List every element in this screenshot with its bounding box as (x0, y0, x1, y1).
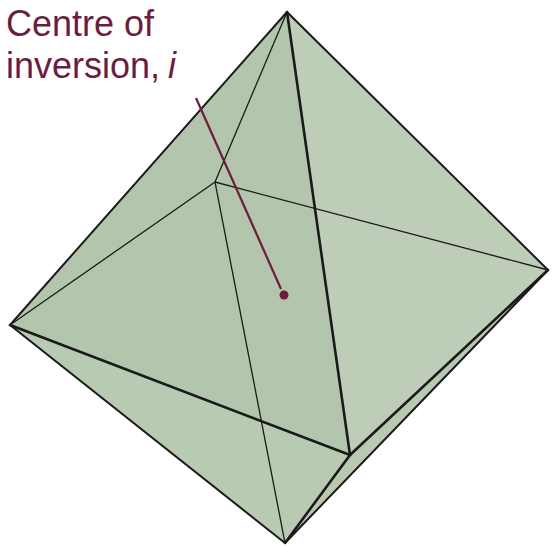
centre-dot (280, 291, 289, 300)
callout-label: i (168, 46, 176, 86)
leader-line (196, 98, 281, 289)
hidden-edges (10, 12, 548, 543)
callout-label: Centre of (6, 4, 154, 44)
outline-edges (10, 12, 548, 543)
front-edges (10, 12, 548, 543)
front-face (287, 12, 548, 455)
callout-label: inversion, (6, 46, 160, 86)
octahedron-body (10, 12, 548, 543)
